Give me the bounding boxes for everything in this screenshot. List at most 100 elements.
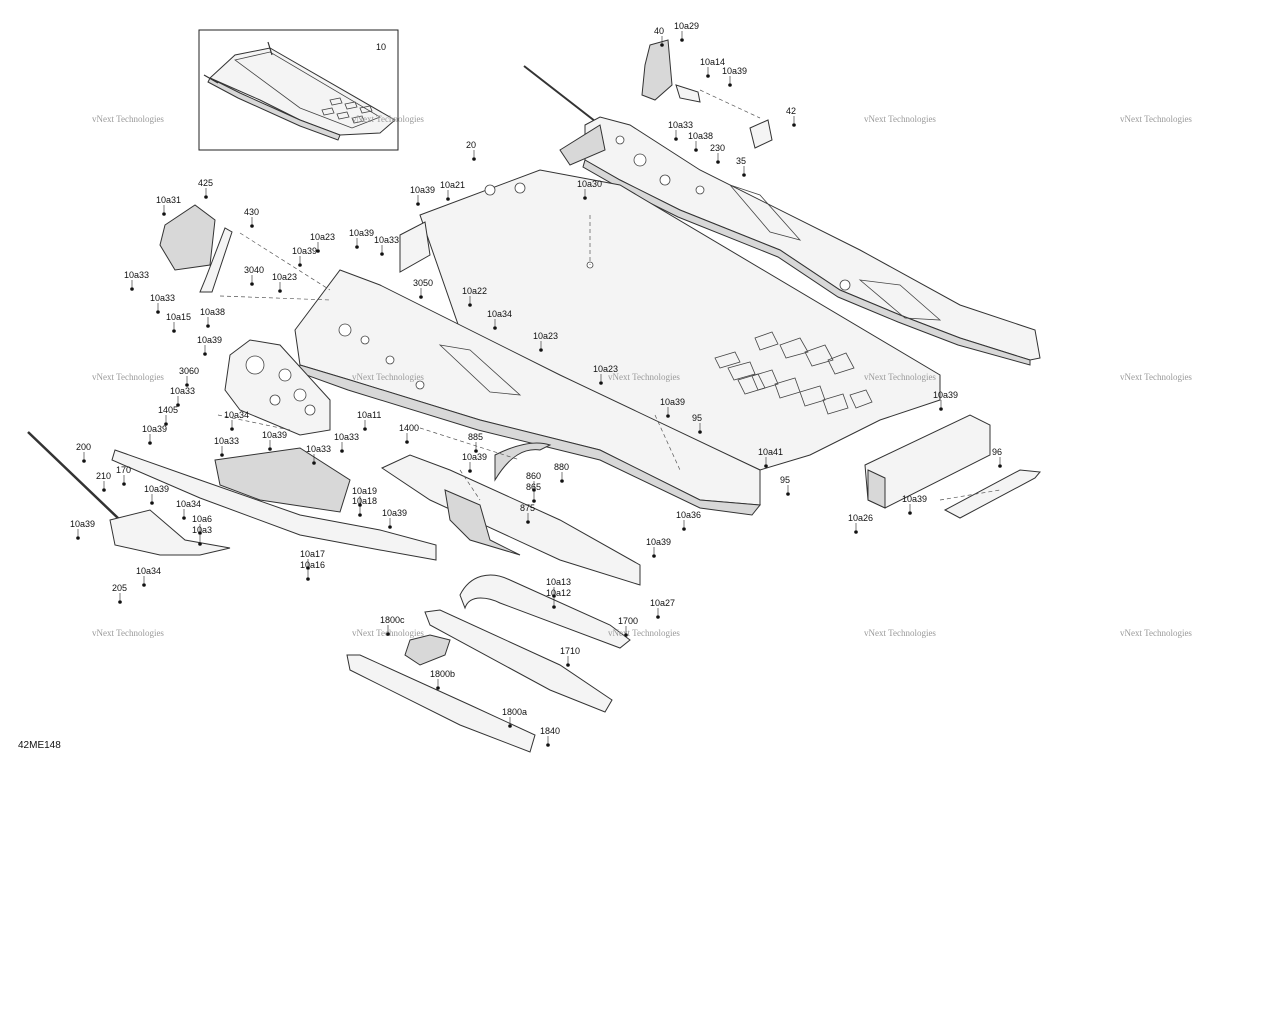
fastener-dot: [230, 427, 234, 431]
assembly-guide-lines: [217, 89, 1001, 501]
part-number-label: 885: [468, 432, 483, 442]
fastener-dot: [436, 686, 440, 690]
part-callout: 10a23: [310, 232, 335, 253]
fastener-dot: [532, 499, 536, 503]
part-number-label: 10a39: [902, 494, 927, 504]
part-callout: 170: [116, 465, 131, 486]
part-callout: 10a17: [300, 549, 325, 570]
part-callout: 10a33: [306, 444, 331, 465]
part-number-label: 1800a: [502, 707, 527, 717]
part-callout: 10a34: [176, 499, 201, 520]
fastener-dot: [694, 148, 698, 152]
front-bracket-group: [159, 204, 233, 293]
rear-cross-member: [864, 414, 1041, 519]
fastener-dot: [122, 482, 126, 486]
part-callout: 95: [692, 413, 702, 434]
watermark-text: vNext Technologies: [1120, 372, 1192, 382]
fastener-dot: [742, 173, 746, 177]
part-callout: 430: [244, 207, 259, 228]
part-number-label: 10a13: [546, 577, 571, 587]
part-number-label: 10a23: [593, 364, 618, 374]
fastener-dot: [508, 724, 512, 728]
part-callout: 10a39: [382, 508, 407, 529]
part-callout: 10a23: [593, 364, 618, 385]
fastener-dot: [405, 440, 409, 444]
watermark-text: vNext Technologies: [864, 372, 936, 382]
part-callout: 1800a: [502, 707, 527, 728]
part-callout: 10a19: [352, 486, 377, 507]
watermark-text: vNext Technologies: [1120, 628, 1192, 638]
part-number-label: 170: [116, 465, 131, 475]
part-number-label: 875: [520, 503, 535, 513]
fastener-dot: [203, 352, 207, 356]
part-callout: 3040: [244, 265, 264, 286]
fastener-dot: [908, 511, 912, 515]
part-number-label: 10a19: [352, 486, 377, 496]
fastener-dot: [363, 427, 367, 431]
part-number-label: 10a11: [357, 410, 381, 420]
fastener-dot: [312, 461, 316, 465]
fastener-dot: [306, 577, 310, 581]
fastener-dot: [306, 566, 310, 570]
part-callout: 10a33: [334, 432, 359, 453]
part-callout: 10a27: [650, 598, 675, 619]
watermark-text: vNext Technologies: [1120, 114, 1192, 124]
part-number-label: 10a33: [150, 293, 175, 303]
fastener-dot: [204, 195, 208, 199]
part-number-label: 10a39: [382, 508, 407, 518]
part-number-label: 10a39: [144, 484, 169, 494]
fastener-dot: [198, 542, 202, 546]
part-callout: 425: [198, 178, 213, 199]
part-number-label: 860: [526, 471, 541, 481]
part-number-label: 10a39: [410, 185, 435, 195]
fastener-dot: [682, 527, 686, 531]
part-callout: 865: [526, 482, 541, 503]
part-callout: 10a33: [150, 293, 175, 314]
watermark-text: vNext Technologies: [92, 628, 164, 638]
part-number-label: 430: [244, 207, 259, 217]
fastener-dot: [102, 488, 106, 492]
part-callout: 10a21: [440, 180, 465, 201]
watermark-text: vNext Technologies: [864, 628, 936, 638]
part-number-label: 42: [786, 106, 796, 116]
fastener-dot: [176, 403, 180, 407]
part-callout: 1700: [618, 616, 638, 637]
fastener-dot: [268, 447, 272, 451]
part-callout: 95: [780, 475, 790, 496]
fastener-dot: [532, 488, 536, 492]
fastener-dot: [142, 583, 146, 587]
part-callout: 1710: [560, 646, 580, 667]
part-number-label: 10a6: [192, 514, 212, 524]
part-callout: 10a34: [487, 309, 512, 330]
fastener-dot: [278, 289, 282, 293]
rear-bracket-group: [641, 39, 773, 149]
part-number-label: 95: [780, 475, 790, 485]
part-number-label: 95: [692, 413, 702, 423]
center-runner-assembly: [380, 442, 641, 586]
part-number-label: 10a41: [758, 447, 783, 457]
fastener-dot: [560, 479, 564, 483]
fastener-dot: [660, 43, 664, 47]
fastener-dot: [388, 525, 392, 529]
watermark-text: vNext Technologies: [608, 372, 680, 382]
part-number-label: 3050: [413, 278, 433, 288]
part-callout: 1800c: [380, 615, 405, 636]
part-callout: 10a33: [374, 235, 399, 256]
part-number-label: 10a23: [533, 331, 558, 341]
fastener-dot: [552, 605, 556, 609]
part-callout: 3060: [179, 366, 199, 387]
part-number-label: 10a21: [440, 180, 465, 190]
part-number-label: 10a36: [676, 510, 701, 520]
part-callout: 10a39: [142, 424, 167, 445]
inset-label: 10: [376, 42, 386, 52]
part-callout: 10a30: [577, 179, 602, 200]
part-number-label: 10a12: [546, 588, 571, 598]
part-number-label: 3040: [244, 265, 264, 275]
part-callout: 10a31: [156, 195, 181, 216]
fastener-dot: [250, 224, 254, 228]
fastener-dot: [552, 594, 556, 598]
part-number-label: 10a18: [352, 496, 377, 506]
part-callout: 10a41: [758, 447, 783, 468]
part-number-label: 10a39: [349, 228, 374, 238]
fastener-dot: [716, 160, 720, 164]
